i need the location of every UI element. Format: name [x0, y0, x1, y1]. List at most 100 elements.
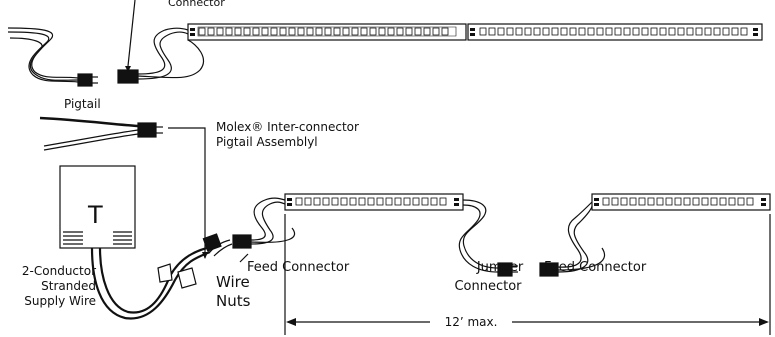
max-length-label: 12’ max. — [445, 315, 498, 329]
led-square — [560, 27, 568, 36]
led-square — [376, 197, 384, 206]
molex-leader-line — [168, 127, 206, 258]
top-pigtail-cable — [7, 27, 79, 83]
led-square — [358, 197, 366, 206]
light-bar-top-2 — [467, 23, 763, 41]
led-square — [731, 27, 739, 36]
led-square — [304, 197, 312, 206]
led-square — [421, 197, 429, 206]
supply-wire-label-line3: Supply Wire — [24, 294, 96, 308]
led-square — [360, 27, 368, 36]
transformer-letter: T — [87, 201, 103, 229]
led-square — [713, 27, 721, 36]
led-square — [261, 27, 269, 36]
led-square — [270, 27, 278, 36]
led-square — [295, 197, 303, 206]
led-square — [315, 27, 323, 36]
led-square — [722, 27, 730, 36]
led-square — [578, 27, 586, 36]
supply-wire-label-line1: 2-Conductor — [22, 264, 96, 278]
led-square — [719, 197, 727, 206]
led-square — [620, 197, 628, 206]
molex-pigtail-cable — [39, 116, 139, 151]
led-square — [737, 197, 745, 206]
led-square — [198, 27, 206, 36]
led-square — [641, 27, 649, 36]
wire-nuts-label-line2: Nuts — [216, 292, 251, 310]
led-square — [515, 27, 523, 36]
led-square — [378, 27, 386, 36]
led-square — [387, 27, 395, 36]
led-square — [740, 27, 748, 36]
feed-connector-left-plug-icon — [232, 234, 252, 249]
led-square — [665, 197, 673, 206]
led-square — [396, 27, 404, 36]
led-square — [677, 27, 685, 36]
led-square — [279, 27, 287, 36]
led-square — [704, 27, 712, 36]
led-square — [430, 197, 438, 206]
led-square — [614, 27, 622, 36]
led-square — [605, 27, 613, 36]
led-square — [403, 197, 411, 206]
led-square — [288, 27, 296, 36]
led-square — [692, 197, 700, 206]
top-connector-cable — [137, 27, 205, 80]
led-square — [207, 27, 215, 36]
led-square — [683, 197, 691, 206]
led-square — [710, 197, 718, 206]
led-square — [695, 27, 703, 36]
led-square — [331, 197, 339, 206]
led-square — [623, 27, 631, 36]
led-square — [656, 197, 664, 206]
led-square — [533, 27, 541, 36]
led-square — [728, 197, 736, 206]
supply-wire-label-line2: Stranded — [41, 279, 96, 293]
jumper-cable-left — [458, 199, 499, 273]
led-square — [701, 197, 709, 206]
led-square — [313, 197, 321, 206]
led-square — [405, 27, 413, 36]
led-square — [506, 27, 514, 36]
led-square — [632, 27, 640, 36]
feed-left-cable — [250, 197, 296, 245]
connector-leader-line — [127, 0, 136, 67]
led-square — [322, 197, 330, 206]
led-square — [225, 27, 233, 36]
led-square — [647, 197, 655, 206]
wire-nuts-label-line1: Wire — [216, 273, 250, 291]
wire-nut-plug-icon — [202, 233, 222, 252]
led-square — [243, 27, 251, 36]
molex-label-line1: Molex® Inter-connector — [216, 120, 359, 134]
led-square — [596, 27, 604, 36]
led-square — [611, 197, 619, 206]
led-square — [349, 197, 357, 206]
led-square — [297, 27, 305, 36]
connector-label: Connector — [168, 0, 225, 9]
jumper-connector-label-line1: Jumper — [476, 260, 524, 275]
wire-nut-icon — [157, 263, 197, 289]
pigtail-plug-icon — [77, 73, 93, 87]
molex-plug-icon — [137, 122, 157, 138]
led-square — [216, 27, 224, 36]
led-square — [746, 197, 754, 206]
led-square — [252, 27, 260, 36]
led-square — [342, 27, 350, 36]
led-square — [674, 197, 682, 206]
led-square — [497, 27, 505, 36]
light-bar-bottom-1 — [284, 193, 464, 211]
led-square — [668, 27, 676, 36]
led-square — [659, 27, 667, 36]
led-square — [686, 27, 694, 36]
led-square — [488, 27, 496, 36]
feed-right-cable — [557, 201, 606, 273]
led-square — [441, 27, 449, 36]
light-bar-bottom-2 — [591, 193, 771, 211]
led-square — [638, 197, 646, 206]
led-square — [629, 197, 637, 206]
led-square — [412, 197, 420, 206]
led-square — [234, 27, 242, 36]
pigtail-label: Pigtail — [64, 97, 101, 111]
led-square — [385, 197, 393, 206]
